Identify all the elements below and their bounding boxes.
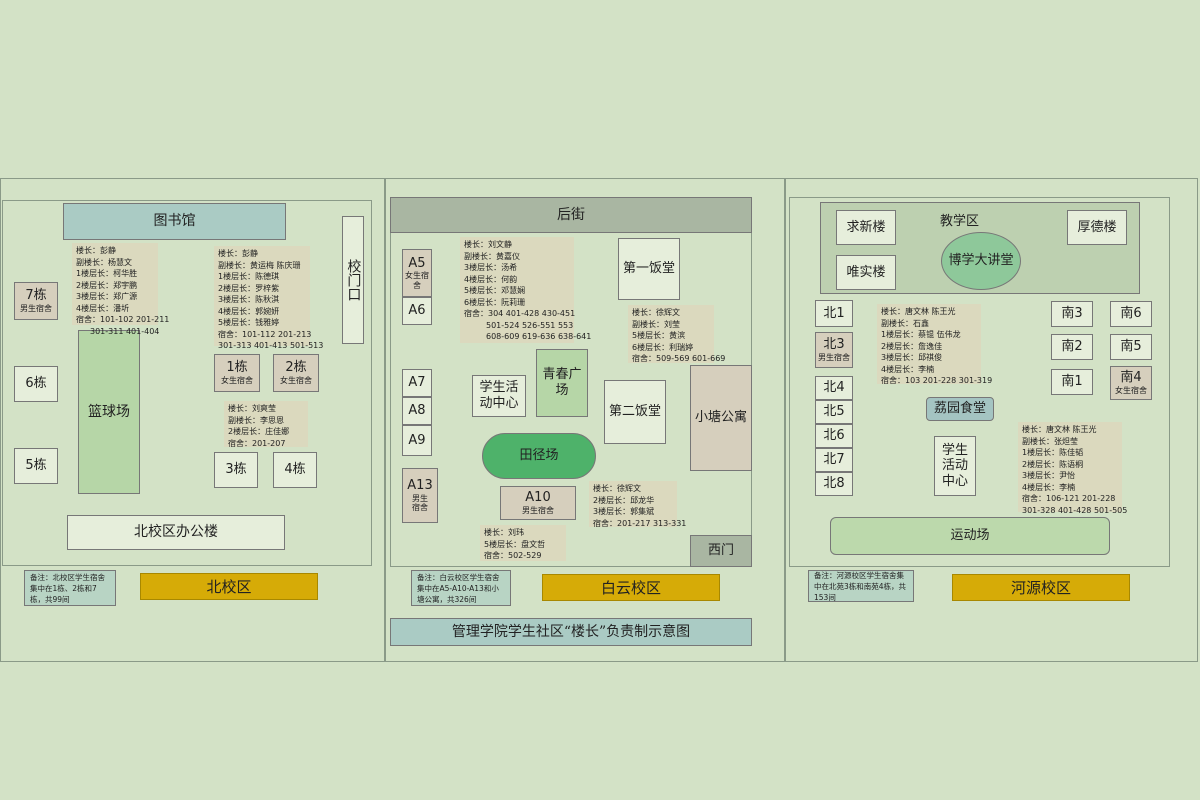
building-7: 7栋男生宿舍 (14, 282, 58, 320)
building-nan2: 南2 (1051, 334, 1093, 360)
heyuan-campus-label: 河源校区 (952, 574, 1130, 601)
building-a6: A6 (402, 297, 432, 325)
student-activity-center: 学生活动中心 (472, 375, 526, 417)
building-5: 5栋 (14, 448, 58, 484)
building-3: 3栋 (214, 452, 258, 488)
building-bei8: 北8 (815, 472, 853, 496)
xiaotang-apartment: 小塘公寓 (690, 365, 752, 471)
building-nan5: 南5 (1110, 334, 1152, 360)
building-bei1: 北1 (815, 300, 853, 327)
building-nan6: 南6 (1110, 301, 1152, 327)
boxue-lecture-hall: 博学大讲堂 (941, 232, 1021, 290)
building-a9: A9 (402, 425, 432, 456)
liyuan-canteen: 荔园食堂 (926, 397, 994, 421)
qiuxin-building: 求新楼 (836, 210, 896, 245)
building-bei6: 北6 (815, 424, 853, 448)
north-office-building: 北校区办公楼 (67, 515, 285, 550)
canteen-1: 第一饭堂 (618, 238, 680, 300)
building-bei5: 北5 (815, 400, 853, 424)
houde-building: 厚德楼 (1067, 210, 1127, 245)
building-a7: A7 (402, 369, 432, 397)
north-campus-outer (0, 178, 385, 662)
heyuan-memo: 备注：河源校区学生宿舍集中在北苑3栋和南苑4栋，共153间 (808, 570, 914, 602)
baiyun-memo: 备注：白云校区学生宿舍集中在A5-A10-A13和小塘公寓，共326间 (411, 570, 511, 606)
baiyun-campus-label: 白云校区 (542, 574, 720, 601)
heyuan-sports-field: 运动场 (830, 517, 1110, 555)
building-6: 6栋 (14, 366, 58, 402)
building-1: 1栋女生宿舍 (214, 354, 260, 392)
track-field: 田径场 (482, 433, 596, 479)
building-2: 2栋女生宿舍 (273, 354, 319, 392)
page-title: 管理学院学生社区“楼长”负责制示意图 (390, 618, 752, 646)
library: 图书馆 (63, 203, 286, 240)
building-bei7: 北7 (815, 448, 853, 472)
building-nan1: 南1 (1051, 369, 1093, 395)
canteen-2: 第二饭堂 (604, 380, 666, 444)
heyuan-campus-outer (785, 178, 1198, 662)
basketball-court: 篮球场 (78, 330, 140, 494)
building-4: 4栋 (273, 452, 317, 488)
building-nan3: 南3 (1051, 301, 1093, 327)
west-gate: 西门 (690, 535, 752, 567)
heyuan-activity-center: 学生活动中心 (934, 436, 976, 496)
baiyun-campus-outer (385, 178, 785, 662)
building-bei4: 北4 (815, 376, 853, 400)
back-street: 后街 (390, 197, 752, 233)
weishi-building: 唯实楼 (836, 255, 896, 290)
qingchun-square: 青春广场 (536, 349, 588, 417)
teaching-area-label: 教学区 (940, 214, 980, 229)
north-memo: 备注：北校区学生宿舍集中在1栋、2栋和7栋，共99间 (24, 570, 116, 606)
school-gate: 校门口 (342, 216, 364, 344)
north-campus-label: 北校区 (140, 573, 318, 600)
building-a8: A8 (402, 397, 432, 425)
